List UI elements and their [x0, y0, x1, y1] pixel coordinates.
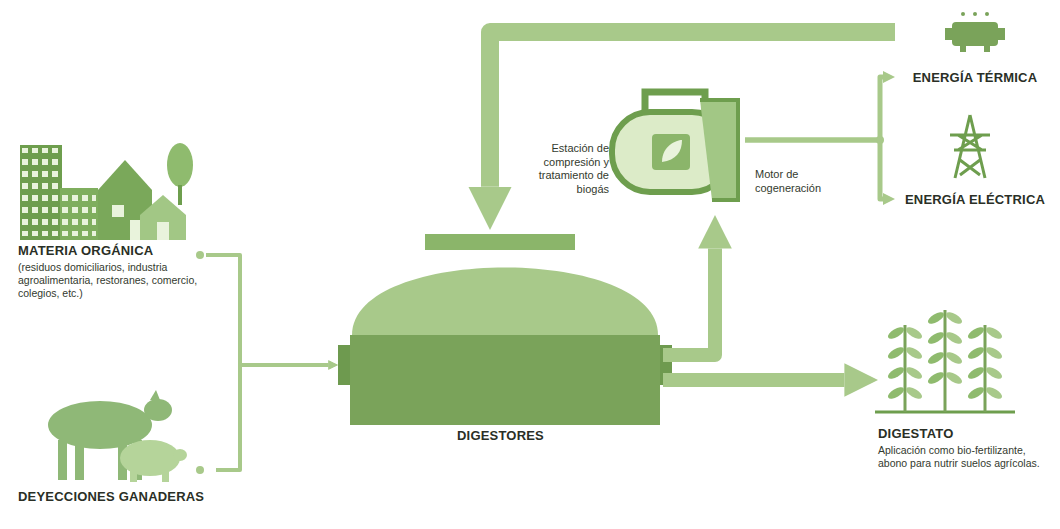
- node-heading: MATERIA ORGÁNICA: [18, 243, 206, 259]
- node-heading: ENERGÍA TÉRMICA: [895, 70, 1055, 86]
- drawing-shape: [886, 365, 906, 381]
- drawing-shape: [662, 140, 682, 162]
- city-icon: [20, 143, 193, 240]
- drawing-shape: [886, 325, 906, 341]
- drawing-shape: [961, 12, 965, 16]
- drawing-shape: [700, 100, 738, 200]
- drawing-shape: [904, 365, 924, 381]
- process-node: DIGESTATO Aplicación como bio-fertilizant…: [878, 308, 1053, 470]
- flow-arrow: [663, 249, 715, 355]
- drawing-shape: [984, 365, 1004, 381]
- drawing-shape: [966, 345, 986, 361]
- drawing-shape: [966, 385, 986, 401]
- drawing-shape: [960, 46, 966, 52]
- drawing-shape: [926, 370, 946, 386]
- drawing-shape: [876, 136, 884, 144]
- drawing-shape: [350, 335, 660, 425]
- drawing-shape: [196, 466, 204, 474]
- process-node: Estación de compresión y tratamiento de …: [525, 80, 745, 215]
- drawing-shape: [904, 385, 924, 401]
- process-node: ENERGÍA TÉRMICA: [895, 8, 1055, 86]
- drawing-shape: [22, 148, 60, 236]
- pylon-icon: [950, 115, 990, 178]
- node-heading: DEYECCIONES GANADERAS: [18, 489, 218, 505]
- drawing-shape: [75, 440, 84, 480]
- drawing-shape: [998, 28, 1005, 40]
- crop-icon: [875, 310, 1015, 412]
- drawing-shape: [985, 12, 989, 16]
- digester-tank: [338, 234, 672, 425]
- drawing-shape: [952, 22, 998, 46]
- node-heading: Estación de compresión y tratamiento de …: [525, 142, 609, 196]
- drawing-shape: [196, 251, 204, 259]
- drawing-shape: [926, 350, 946, 366]
- drawing-shape: [984, 46, 990, 52]
- drawing-shape: [120, 440, 180, 476]
- drawing-shape: [973, 12, 977, 16]
- drawing-shape: [338, 345, 352, 385]
- drawing-shape: [886, 345, 906, 361]
- process-node: ENERGÍA ELÉCTRICA: [895, 112, 1055, 208]
- drawing-shape: [352, 268, 658, 336]
- drawing-shape: [173, 449, 187, 461]
- drawing-shape: [944, 350, 964, 366]
- drawing-shape: [150, 390, 160, 400]
- livestock-icon: [48, 390, 187, 482]
- drawing-shape: [944, 330, 964, 346]
- drawing-shape: [652, 134, 690, 170]
- drawing-shape: [112, 205, 124, 217]
- flow-arrow: [216, 365, 328, 470]
- drawing-shape: [157, 222, 169, 240]
- drawing-shape: [20, 145, 62, 240]
- drawing-shape: [944, 370, 964, 386]
- drawing-shape: [945, 28, 952, 40]
- drawing-shape: [178, 185, 182, 205]
- process-node: MATERIA ORGÁNICA (residuos domiciliarios,…: [18, 140, 206, 300]
- drawing-shape: [984, 325, 1004, 341]
- drawing-shape: [926, 330, 946, 346]
- heater-icon: [945, 12, 1005, 52]
- drawing-shape: [984, 385, 1004, 401]
- drawing-shape: [425, 234, 575, 250]
- drawing-shape: [950, 115, 990, 178]
- drawing-shape: [167, 143, 193, 187]
- drawing-shape: [966, 325, 986, 341]
- drawing-shape: [904, 325, 924, 341]
- biogas-station-icon: [612, 92, 738, 200]
- node-description: (residuos domiciliarios, industria agroa…: [18, 261, 206, 300]
- node-heading: DIGESTATO: [878, 426, 1053, 442]
- drawing-shape: [62, 192, 96, 236]
- drawing-shape: [130, 468, 137, 482]
- drawing-shape: [944, 310, 964, 326]
- drawing-shape: [904, 345, 924, 361]
- drawing-shape: [60, 188, 98, 240]
- node-heading: DIGESTORES: [338, 428, 663, 444]
- flow-arrow: [745, 140, 883, 199]
- drawing-shape: [966, 365, 986, 381]
- node-description: Motor de cogeneración: [755, 168, 841, 195]
- flow-arrow: [745, 77, 883, 140]
- drawing-shape: [130, 220, 140, 240]
- node-description: Aplicación como bio-fertilizante, abono …: [878, 444, 1053, 470]
- flow-arrow: [206, 255, 328, 365]
- drawing-shape: [905, 310, 985, 412]
- drawing-shape: [144, 399, 172, 421]
- drawing-shape: [926, 310, 946, 326]
- drawing-shape: [886, 385, 906, 401]
- flow-arrow: [663, 373, 844, 387]
- drawing-shape: [162, 468, 169, 482]
- drawing-shape: [984, 345, 1004, 361]
- process-node: DIGESTORES: [338, 230, 663, 444]
- drawing-shape: [58, 440, 67, 480]
- process-node: DEYECCIONES GANADERAS: [18, 388, 218, 505]
- node-heading: ENERGÍA ELÉCTRICA: [895, 192, 1055, 208]
